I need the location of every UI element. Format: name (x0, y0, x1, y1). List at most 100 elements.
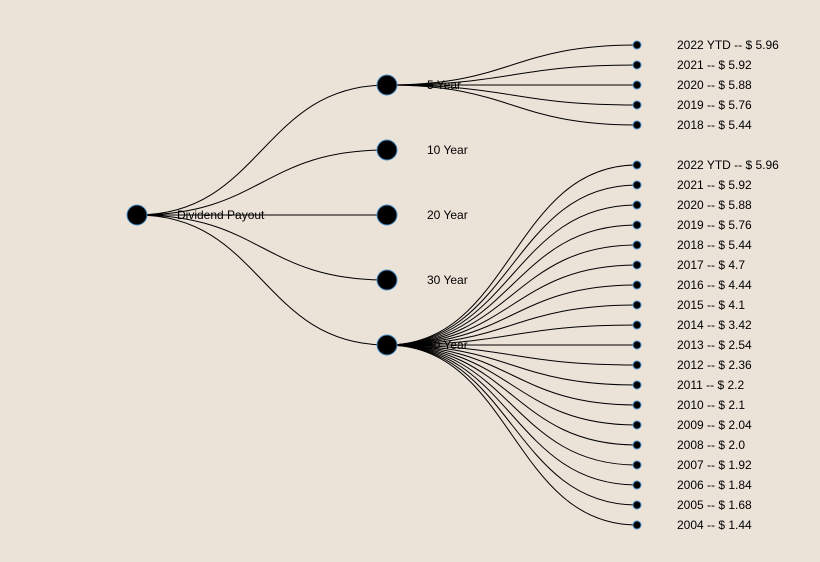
leaf-5-year-2021-5-92[interactable]: 2021 -- $ 5.92 (632, 58, 752, 72)
node-30-year[interactable]: 30 Year (376, 269, 468, 291)
leaf-50-year-2009-2-04-label: 2009 -- $ 2.04 (677, 418, 752, 432)
leaf-50-year-2007-1-92[interactable]: 2007 -- $ 1.92 (632, 458, 752, 472)
link-50-year-to-leaf-10 (386, 344, 638, 366)
leaf-50-year-2010-2-1[interactable]: 2010 -- $ 2.1 (632, 398, 745, 412)
leaf-5-year-2018-5-44-label: 2018 -- $ 5.44 (677, 118, 752, 132)
leaf-50-year-2012-2-36-label: 2012 -- $ 2.36 (677, 358, 752, 372)
leaf-50-year-2016-4-44[interactable]: 2016 -- $ 4.44 (632, 278, 752, 292)
leaf-50-year-2011-2-2-label: 2011 -- $ 2.2 (677, 378, 744, 392)
root-node-dividend-payout[interactable]: Dividend Payout (126, 204, 265, 226)
leaf-50-year-2020-5-88[interactable]: 2020 -- $ 5.88 (632, 198, 752, 212)
leaf-5-year-2020-5-88[interactable]: 2020 -- $ 5.88 (632, 78, 752, 92)
leaf-50-year-2011-2-2-circle[interactable] (632, 380, 642, 390)
node-10-year-label: 10 Year (427, 143, 468, 157)
leaf-50-year-2013-2-54[interactable]: 2013 -- $ 2.54 (632, 338, 752, 352)
link-50-year-to-leaf-3 (386, 224, 638, 346)
node-30-year-circle[interactable] (376, 269, 398, 291)
leaf-5-year-2018-5-44[interactable]: 2018 -- $ 5.44 (632, 118, 752, 132)
leaf-50-year-2019-5-76-circle[interactable] (632, 220, 642, 230)
leaf-50-year-2020-5-88-label: 2020 -- $ 5.88 (677, 198, 752, 212)
leaf-5-year-2021-5-92-circle[interactable] (632, 60, 642, 70)
node-5-year[interactable]: 5 Year (376, 74, 461, 96)
leaf-50-year-2018-5-44-circle[interactable] (632, 240, 642, 250)
leaf-50-year-2005-1-68-circle[interactable] (632, 500, 642, 510)
leaf-50-year-2015-4-1-circle[interactable] (632, 300, 642, 310)
node-5-year-label: 5 Year (427, 78, 461, 92)
leaf-50-year-2018-5-44[interactable]: 2018 -- $ 5.44 (632, 238, 752, 252)
leaf-50-year-2017-4-7-label: 2017 -- $ 4.7 (677, 258, 745, 272)
leaf-50-year-2007-1-92-label: 2007 -- $ 1.92 (677, 458, 752, 472)
leaf-50-year-2011-2-2[interactable]: 2011 -- $ 2.2 (632, 378, 744, 392)
leaf-50-year-2018-5-44-label: 2018 -- $ 5.44 (677, 238, 752, 252)
leaf-50-year-2014-3-42-circle[interactable] (632, 320, 642, 330)
leaf-50-year-2017-4-7[interactable]: 2017 -- $ 4.7 (632, 258, 745, 272)
leaf-50-year-2005-1-68-label: 2005 -- $ 1.68 (677, 498, 752, 512)
link-root-to-10-year (136, 149, 388, 216)
leaf-50-year-2004-1-44[interactable]: 2004 -- $ 1.44 (632, 518, 752, 532)
leaf-50-year-2016-4-44-label: 2016 -- $ 4.44 (677, 278, 752, 292)
link-50-year-to-leaf-7 (386, 304, 638, 346)
leaf-50-year-2014-3-42-label: 2014 -- $ 3.42 (677, 318, 752, 332)
leaf-50-year-2013-2-54-label: 2013 -- $ 2.54 (677, 338, 752, 352)
link-50-year-to-leaf-6 (386, 284, 638, 346)
link-50-year-to-leaf-11 (386, 344, 638, 386)
node-5-year-circle[interactable] (376, 74, 398, 96)
leaf-50-year-2013-2-54-circle[interactable] (632, 340, 642, 350)
root-node-dividend-payout-circle[interactable] (126, 204, 148, 226)
leaf-50-year-2019-5-76-label: 2019 -- $ 5.76 (677, 218, 752, 232)
leaf-50-year-2022-ytd-5-96[interactable]: 2022 YTD -- $ 5.96 (632, 158, 779, 172)
link-5-year-to-leaf-3 (386, 84, 638, 106)
leaf-5-year-2020-5-88-circle[interactable] (632, 80, 642, 90)
leaf-50-year-2015-4-1-label: 2015 -- $ 4.1 (677, 298, 745, 312)
leaf-50-year-2009-2-04[interactable]: 2009 -- $ 2.04 (632, 418, 752, 432)
link-50-year-to-leaf-4 (386, 244, 638, 346)
leaf-50-year-2006-1-84-circle[interactable] (632, 480, 642, 490)
leaf-50-year-2015-4-1[interactable]: 2015 -- $ 4.1 (632, 298, 745, 312)
leaf-50-year-2022-ytd-5-96-circle[interactable] (632, 160, 642, 170)
leaf-50-year-2006-1-84[interactable]: 2006 -- $ 1.84 (632, 478, 752, 492)
tree-nodes: Dividend Payout 5 Year 2022 YTD -- $ 5.96 2… (126, 38, 779, 532)
leaf-5-year-2022-ytd-5-96-circle[interactable] (632, 40, 642, 50)
leaf-50-year-2004-1-44-circle[interactable] (632, 520, 642, 530)
node-10-year-circle[interactable] (376, 139, 398, 161)
leaf-50-year-2009-2-04-circle[interactable] (632, 420, 642, 430)
leaf-50-year-2008-2-0[interactable]: 2008 -- $ 2.0 (632, 438, 745, 452)
leaf-50-year-2019-5-76[interactable]: 2019 -- $ 5.76 (632, 218, 752, 232)
leaf-50-year-2005-1-68[interactable]: 2005 -- $ 1.68 (632, 498, 752, 512)
leaf-50-year-2012-2-36[interactable]: 2012 -- $ 2.36 (632, 358, 752, 372)
leaf-50-year-2022-ytd-5-96-label: 2022 YTD -- $ 5.96 (677, 158, 779, 172)
link-50-year-to-leaf-16 (386, 344, 638, 486)
link-50-year-to-leaf-13 (386, 344, 638, 426)
leaf-5-year-2018-5-44-circle[interactable] (632, 120, 642, 130)
node-20-year-circle[interactable] (376, 204, 398, 226)
node-50-year[interactable]: 50 Year (376, 334, 468, 356)
node-50-year-label: 50 Year (427, 338, 468, 352)
leaf-5-year-2021-5-92-label: 2021 -- $ 5.92 (677, 58, 752, 72)
node-50-year-circle[interactable] (376, 334, 398, 356)
leaf-5-year-2019-5-76-circle[interactable] (632, 100, 642, 110)
leaf-50-year-2020-5-88-circle[interactable] (632, 200, 642, 210)
leaf-5-year-2022-ytd-5-96[interactable]: 2022 YTD -- $ 5.96 (632, 38, 779, 52)
leaf-50-year-2016-4-44-circle[interactable] (632, 280, 642, 290)
leaf-5-year-2019-5-76[interactable]: 2019 -- $ 5.76 (632, 98, 752, 112)
link-root-to-5-year (136, 84, 388, 216)
leaf-50-year-2004-1-44-label: 2004 -- $ 1.44 (677, 518, 752, 532)
node-20-year-label: 20 Year (427, 208, 468, 222)
link-50-year-to-leaf-17 (386, 344, 638, 506)
leaf-50-year-2010-2-1-circle[interactable] (632, 400, 642, 410)
leaf-50-year-2010-2-1-label: 2010 -- $ 2.1 (677, 398, 745, 412)
leaf-50-year-2007-1-92-circle[interactable] (632, 460, 642, 470)
leaf-50-year-2017-4-7-circle[interactable] (632, 260, 642, 270)
node-20-year[interactable]: 20 Year (376, 204, 468, 226)
leaf-50-year-2021-5-92-circle[interactable] (632, 180, 642, 190)
leaf-50-year-2008-2-0-circle[interactable] (632, 440, 642, 450)
leaf-50-year-2021-5-92[interactable]: 2021 -- $ 5.92 (632, 178, 752, 192)
leaf-50-year-2012-2-36-circle[interactable] (632, 360, 642, 370)
leaf-50-year-2014-3-42[interactable]: 2014 -- $ 3.42 (632, 318, 752, 332)
link-5-year-to-leaf-1 (386, 64, 638, 86)
node-10-year[interactable]: 10 Year (376, 139, 468, 161)
link-root-to-30-year (136, 214, 388, 281)
node-30-year-label: 30 Year (427, 273, 468, 287)
leaf-50-year-2021-5-92-label: 2021 -- $ 5.92 (677, 178, 752, 192)
